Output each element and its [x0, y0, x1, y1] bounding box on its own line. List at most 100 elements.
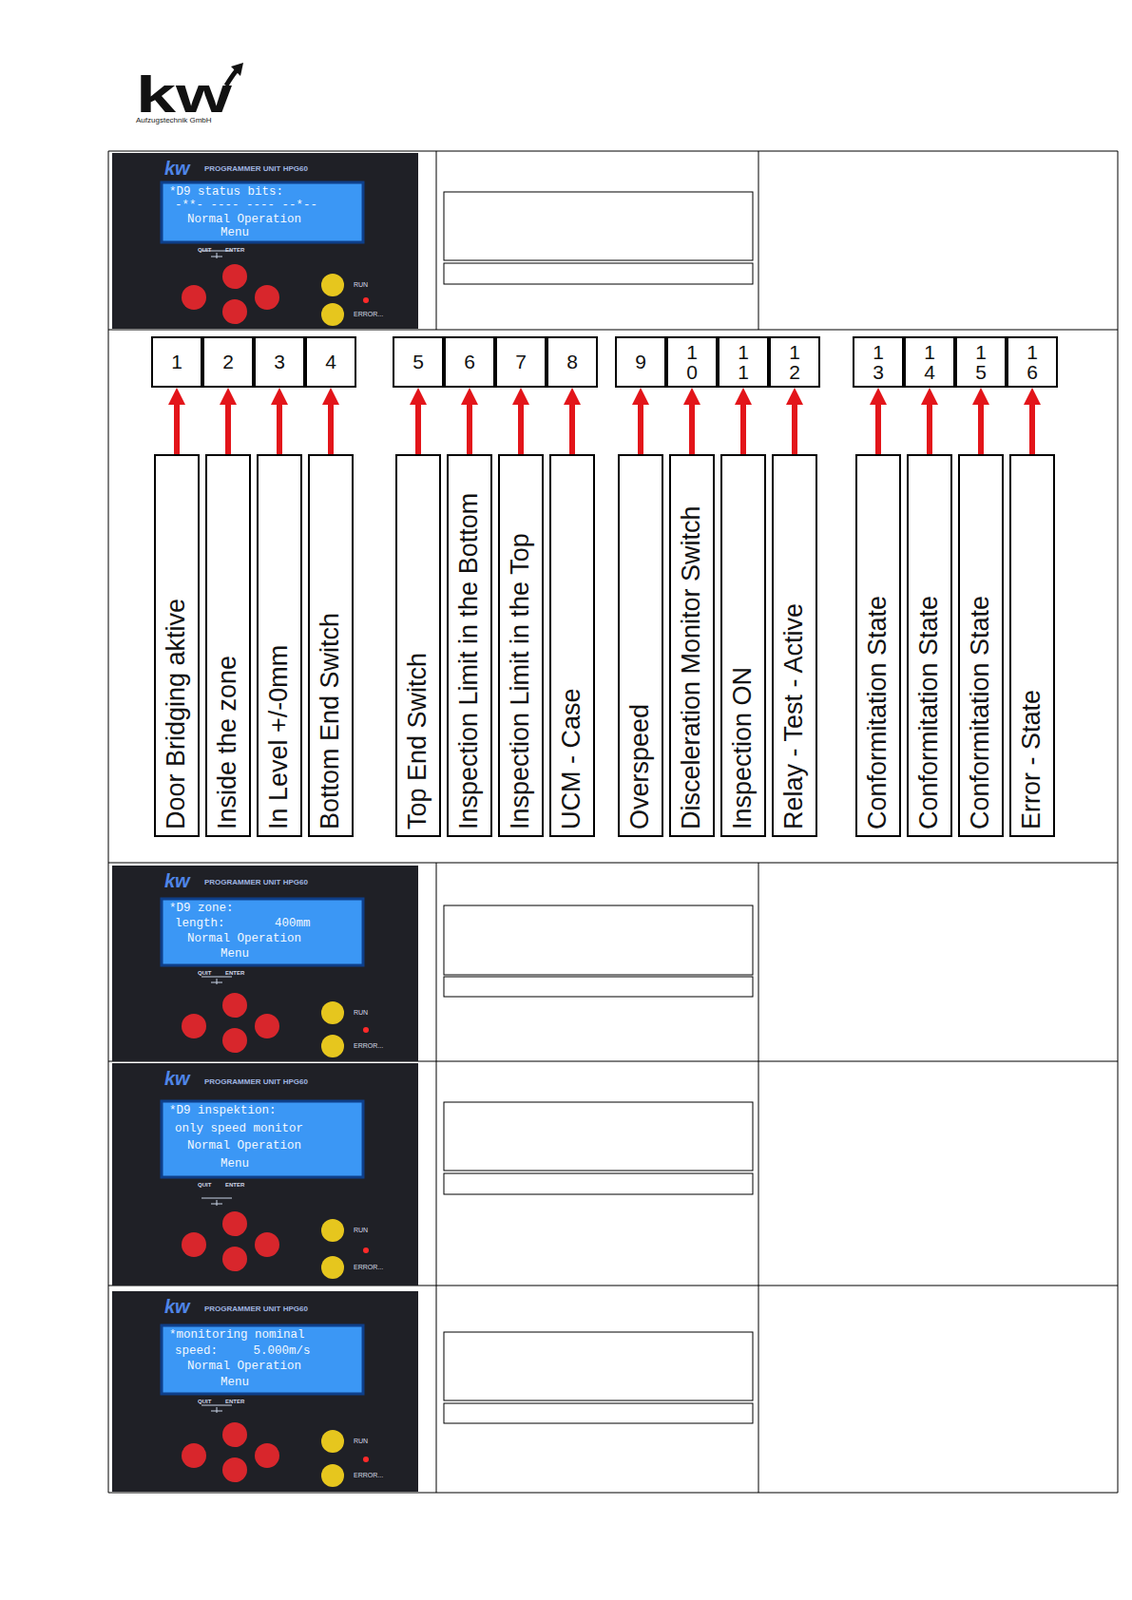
bit-number-box: 8	[546, 336, 598, 388]
bit-description-box: Inside the zone	[205, 454, 251, 838]
device-photo	[112, 1063, 419, 1286]
pointer-arrow	[740, 404, 747, 455]
bit-description: Door Bridging aktive	[162, 598, 192, 830]
lcd-text: Normal Operation	[187, 1140, 302, 1153]
status-label: RUN	[353, 1227, 368, 1234]
bit-description: Error - State	[1017, 690, 1047, 830]
lcd-text: speed: 5.000m/s	[174, 1345, 311, 1359]
device-model: PROGRAMMER UNIT HPG60	[204, 879, 308, 887]
bit-description-box: In Level +/-0mm	[256, 454, 303, 838]
bit-number: 11	[737, 342, 750, 384]
bit-description-box: Conformitation State	[958, 454, 1004, 838]
logo-arrow-head	[230, 62, 244, 77]
button-label: QUIT	[197, 970, 212, 977]
lcd-text: *D9 inspektion:	[169, 1105, 277, 1118]
bit-number: 14	[923, 342, 937, 384]
button-label: ENTER	[225, 970, 245, 977]
status-label: RUN	[353, 1009, 368, 1017]
bit-number: 6	[463, 351, 477, 372]
bit-description: In Level +/-0mm	[265, 645, 294, 830]
bit-description: Conformitation State	[966, 595, 996, 830]
bit-number: 5	[412, 351, 425, 372]
bit-number-box: 9	[614, 336, 667, 388]
button-label: ENTER	[225, 1399, 245, 1405]
bit-description: Disceleration Monitor Switch	[677, 505, 707, 830]
lcd-text: Normal Operation	[187, 1361, 302, 1374]
bit-description-box: Inspection Limit in the Bottom	[446, 454, 493, 838]
lcd-text: Menu	[220, 948, 250, 961]
bit-number: 1	[171, 351, 184, 372]
pointer-arrow	[637, 404, 644, 455]
pointer-arrow	[875, 404, 882, 455]
device-photo	[112, 153, 419, 329]
bit-description-box: Inspection Limit in the Top	[498, 454, 544, 838]
bit-number: 12	[788, 342, 802, 384]
bit-description-box: Conformitation State	[906, 454, 953, 838]
bit-description-box: Relay - Test - Active	[771, 454, 818, 838]
bit-description: Overspeed	[626, 704, 655, 830]
bit-number: 10	[686, 342, 699, 384]
pointer-arrow	[569, 404, 576, 455]
device-brand: kw	[164, 158, 191, 178]
device-brand: kw	[164, 871, 191, 891]
button-label: QUIT	[197, 1399, 212, 1405]
lcd-text: only speed monitor	[174, 1123, 304, 1136]
bit-number-box: 14	[903, 336, 956, 388]
bit-number-box: 6	[443, 336, 496, 388]
bit-description-box: Conformitation State	[855, 454, 902, 838]
bit-number: 4	[325, 351, 338, 372]
bit-description-box: Top End Switch	[395, 454, 442, 838]
bit-description: Inspection Limit in the Top	[506, 533, 536, 830]
lcd-text: Menu	[220, 1158, 250, 1171]
bit-description-box: Bottom End Switch	[307, 454, 354, 838]
bit-description: Top End Switch	[403, 652, 433, 830]
bit-number-box: 1	[151, 336, 203, 388]
lcd-text: *D9 status bits:	[169, 186, 284, 199]
button-label: ENTER	[225, 1182, 245, 1189]
bit-description-box: Disceleration Monitor Switch	[669, 454, 715, 838]
bit-number-box: 11	[717, 336, 769, 388]
pointer-arrow	[173, 404, 180, 455]
bit-description: Inspection ON	[729, 667, 758, 830]
bit-description-box: Inspection ON	[720, 454, 767, 838]
pointer-arrow	[415, 404, 422, 455]
bit-description: Inspection Limit in the Bottom	[455, 493, 484, 830]
device-model: PROGRAMMER UNIT HPG60	[204, 165, 308, 173]
company-name: Aufzugstechnik GmbH	[135, 116, 212, 125]
bit-number: 15	[975, 342, 988, 384]
pointer-arrow	[689, 404, 695, 455]
lcd-text: Menu	[220, 1377, 250, 1390]
empty-field	[443, 191, 753, 1424]
bit-number: 13	[872, 342, 885, 384]
bit-description: UCM - Case	[557, 688, 587, 830]
bit-number: 7	[515, 351, 528, 372]
bit-description-box: Door Bridging aktive	[153, 454, 200, 838]
bit-number-box: 13	[852, 336, 904, 388]
bit-number: 9	[634, 351, 648, 372]
pointer-arrow	[926, 404, 933, 455]
bit-description: Conformitation State	[863, 595, 893, 830]
pointer-arrow	[225, 404, 231, 455]
table-grid	[108, 151, 1118, 1494]
bit-description: Inside the zone	[213, 655, 243, 830]
pointer-arrow	[978, 404, 984, 455]
button-label: ENTER	[225, 247, 245, 253]
bit-number-box: 3	[253, 336, 306, 388]
lcd-text: length: 400mm	[174, 918, 311, 931]
bit-description-box: Error - State	[1009, 454, 1056, 838]
device-photo	[112, 1291, 419, 1493]
bit-number-box: 4	[305, 336, 357, 388]
bit-number-box: 7	[495, 336, 547, 388]
bit-description-box: Overspeed	[617, 454, 664, 838]
bit-description: Relay - Test - Active	[780, 603, 809, 830]
status-label: RUN	[353, 1438, 368, 1445]
device-model: PROGRAMMER UNIT HPG60	[204, 1305, 308, 1314]
pointer-arrow	[1029, 404, 1036, 455]
pointer-arrow	[518, 404, 524, 455]
lcd-text: *monitoring nominal	[169, 1329, 306, 1343]
pointer-arrow	[276, 404, 283, 455]
status-label: ERROR...	[353, 1472, 384, 1479]
status-label: RUN	[353, 281, 368, 288]
logo-text: kw	[135, 68, 232, 120]
bit-number-box: 10	[666, 336, 718, 388]
